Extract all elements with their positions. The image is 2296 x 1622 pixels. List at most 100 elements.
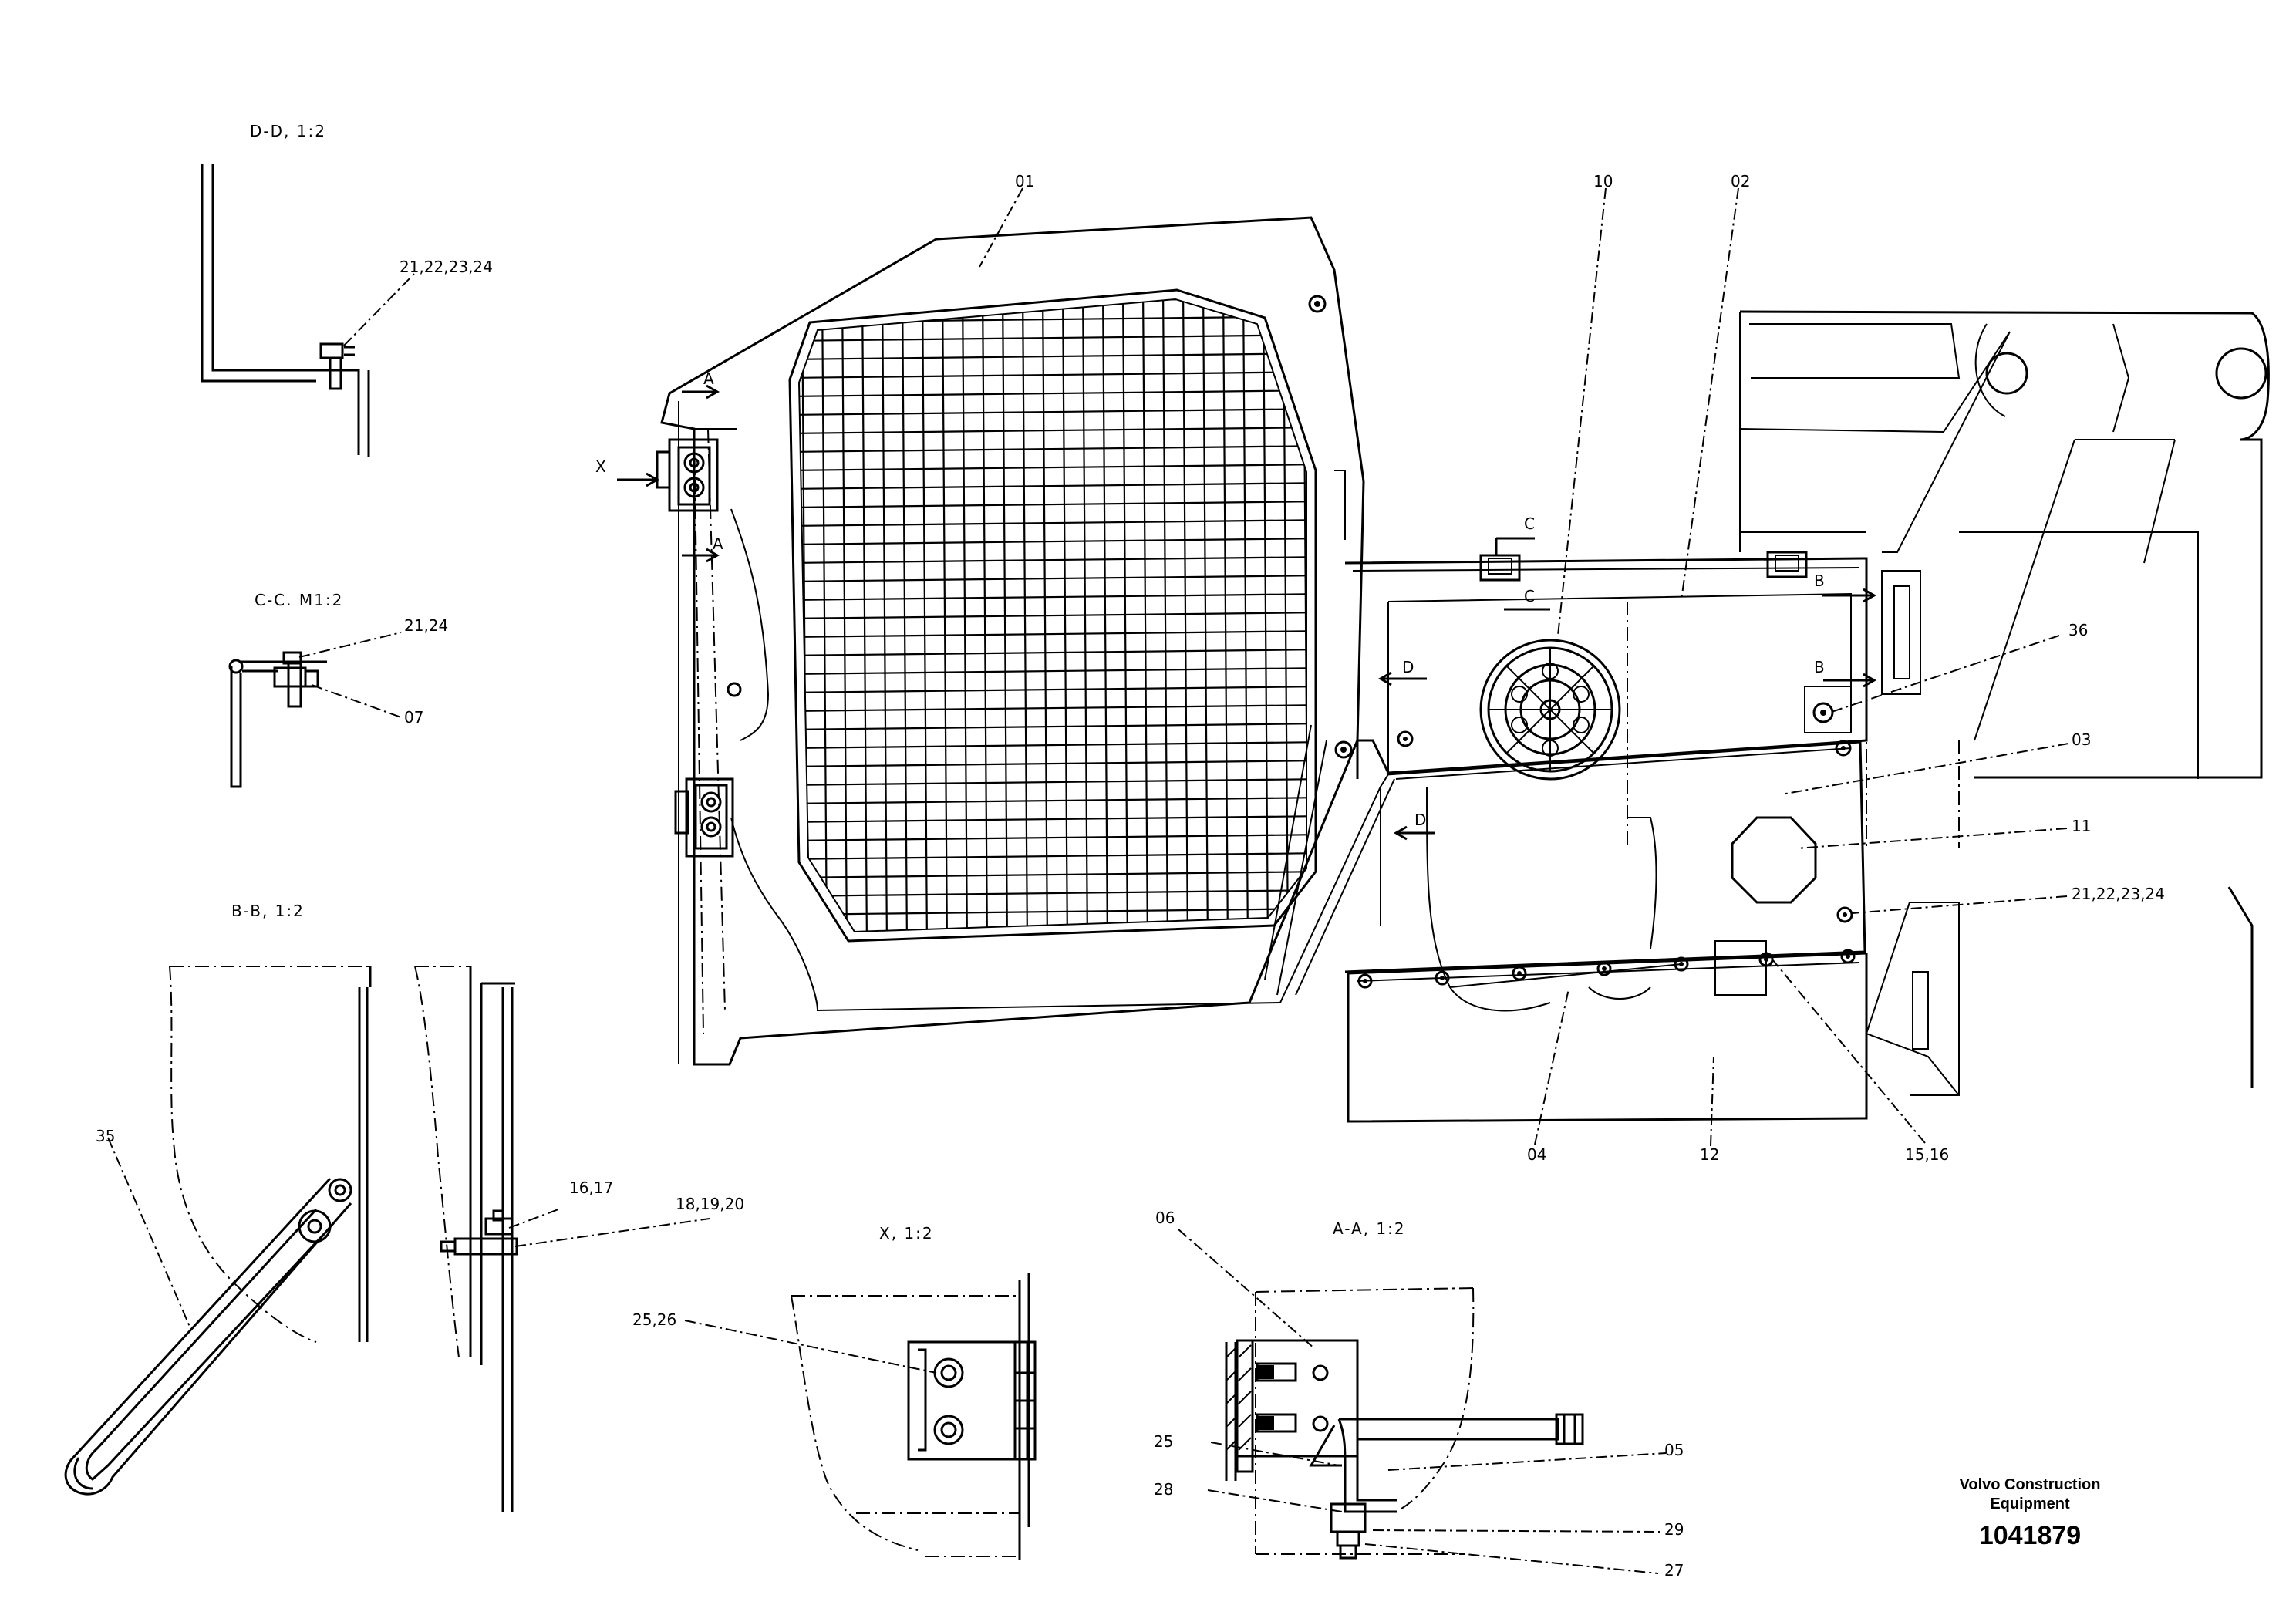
company-name-line1: Volvo Construction bbox=[1960, 1476, 2101, 1493]
mesh-line bbox=[799, 629, 1306, 639]
callout-02: 02 bbox=[1731, 172, 1750, 191]
hinge-lower bbox=[674, 777, 734, 858]
section-view-cc: C-C. M1:2 21,24 07 bbox=[228, 591, 448, 788]
callout-25: 25 bbox=[1154, 1432, 1173, 1451]
callout-21-22-23-24-main: 21,22,23,24 bbox=[2072, 885, 2165, 903]
mesh-line bbox=[1182, 299, 1189, 932]
mesh-line bbox=[799, 537, 1306, 546]
mesh-line bbox=[799, 518, 1306, 528]
mesh-line bbox=[821, 299, 828, 932]
mesh-line bbox=[799, 703, 1306, 713]
mesh-line bbox=[799, 592, 1306, 602]
bolt-center bbox=[1440, 976, 1445, 980]
mesh-line bbox=[1161, 299, 1169, 932]
company-name-line2: Equipment bbox=[1990, 1496, 2070, 1512]
bolt bbox=[1674, 956, 1689, 972]
mesh-line bbox=[1121, 299, 1129, 932]
company-block: Volvo Construction Equipment 1041879 bbox=[1960, 1476, 2101, 1550]
callout-21-22-23-24-dd: 21,22,23,24 bbox=[400, 258, 493, 276]
mesh-line bbox=[1262, 299, 1269, 932]
view-marker-x: X bbox=[595, 457, 606, 476]
callout-21-24: 21,24 bbox=[404, 616, 448, 635]
callout-28: 28 bbox=[1154, 1480, 1173, 1499]
detail-view-x: X, 1:2 25,26 bbox=[632, 1224, 1037, 1560]
mesh-line bbox=[799, 796, 1306, 805]
bolt bbox=[1435, 970, 1450, 986]
bolt bbox=[1512, 966, 1527, 981]
bolt-center bbox=[1764, 957, 1768, 962]
bolt-row-04 bbox=[1357, 949, 1856, 989]
mesh-line bbox=[1222, 299, 1229, 932]
mesh-line bbox=[799, 889, 1306, 898]
mesh-line bbox=[1081, 299, 1089, 932]
view-title-x: X, 1:2 bbox=[879, 1224, 934, 1243]
mesh-line bbox=[1202, 299, 1209, 932]
callout-11: 11 bbox=[2072, 817, 2091, 835]
mesh-line bbox=[799, 389, 1306, 398]
section-marker-a-bottom: A bbox=[713, 534, 723, 553]
section-marker-b-top: B bbox=[1814, 572, 1825, 590]
mesh-line bbox=[799, 870, 1306, 879]
section-marker-b-bottom: B bbox=[1814, 658, 1825, 676]
mesh-line bbox=[799, 481, 1306, 491]
view-title-dd: D-D, 1:2 bbox=[250, 122, 326, 140]
mesh-line bbox=[799, 833, 1306, 842]
mesh-line bbox=[799, 648, 1306, 657]
callout-12: 12 bbox=[1700, 1145, 1719, 1164]
section-view-dd: D-D, 1:2 21,22,23,24 bbox=[201, 122, 493, 457]
plate-12 bbox=[1347, 953, 1868, 1123]
mesh-grid-lines bbox=[787, 299, 1327, 952]
mesh-line bbox=[787, 946, 1327, 952]
section-view-bb: B-B, 1:2 35 16,17 18,19,20 bbox=[64, 902, 744, 1512]
mesh-line bbox=[1061, 299, 1069, 932]
section-marker-c-top: C bbox=[1524, 514, 1535, 533]
callout-18-19-20: 18,19,20 bbox=[676, 1195, 744, 1213]
mesh-line bbox=[799, 685, 1306, 694]
door-frame-01 bbox=[660, 216, 1365, 1066]
mesh-line bbox=[799, 907, 1306, 916]
bolt bbox=[1840, 949, 1856, 964]
mesh-line bbox=[799, 444, 1306, 454]
hex-part-11 bbox=[1731, 816, 1817, 904]
view-title-cc: C-C. M1:2 bbox=[255, 591, 343, 609]
bolt-center bbox=[1679, 962, 1684, 966]
mesh-line bbox=[799, 851, 1306, 861]
mesh-line bbox=[799, 500, 1306, 509]
mesh-line bbox=[799, 370, 1306, 379]
callout-27: 27 bbox=[1664, 1561, 1684, 1580]
view-title-aa: A-A, 1:2 bbox=[1333, 1219, 1406, 1238]
callout-15-16: 15,16 bbox=[1905, 1145, 1949, 1164]
section-marker-c-bottom: C bbox=[1524, 587, 1535, 605]
section-view-aa: A-A, 1:2 06 bbox=[1154, 1209, 1684, 1580]
mesh-line bbox=[799, 463, 1306, 472]
bolt bbox=[1596, 961, 1612, 976]
mesh-line bbox=[799, 426, 1306, 435]
lift-arm bbox=[1739, 310, 2270, 779]
mesh-line bbox=[799, 333, 1306, 342]
main-callouts: 01 10 02 36 03 11 21,22,23,24 04 12 15,1… bbox=[979, 172, 2165, 1164]
mesh-line bbox=[799, 555, 1306, 565]
vent-filter-10 bbox=[1479, 639, 1621, 781]
callout-36: 36 bbox=[2068, 621, 2088, 639]
mesh-line bbox=[799, 352, 1306, 361]
mesh-line bbox=[799, 574, 1306, 583]
callout-01: 01 bbox=[1015, 172, 1034, 191]
mesh-line bbox=[799, 722, 1306, 731]
callout-07: 07 bbox=[404, 708, 423, 727]
mesh-line bbox=[1001, 299, 1009, 932]
callout-10: 10 bbox=[1593, 172, 1613, 191]
mesh-line bbox=[799, 611, 1306, 620]
panel-02 bbox=[1344, 557, 1868, 779]
bolt-center bbox=[1363, 979, 1367, 983]
callout-06: 06 bbox=[1155, 1209, 1175, 1227]
callout-29: 29 bbox=[1664, 1520, 1684, 1539]
section-marker-d-bottom: D bbox=[1414, 811, 1426, 829]
mesh-line bbox=[799, 740, 1306, 750]
callout-25-26: 25,26 bbox=[632, 1310, 676, 1329]
mesh-line bbox=[1242, 299, 1249, 932]
mesh-line bbox=[799, 759, 1306, 768]
bolt-center bbox=[1517, 971, 1522, 976]
mesh-line bbox=[799, 814, 1306, 824]
mesh-line bbox=[1101, 299, 1109, 932]
